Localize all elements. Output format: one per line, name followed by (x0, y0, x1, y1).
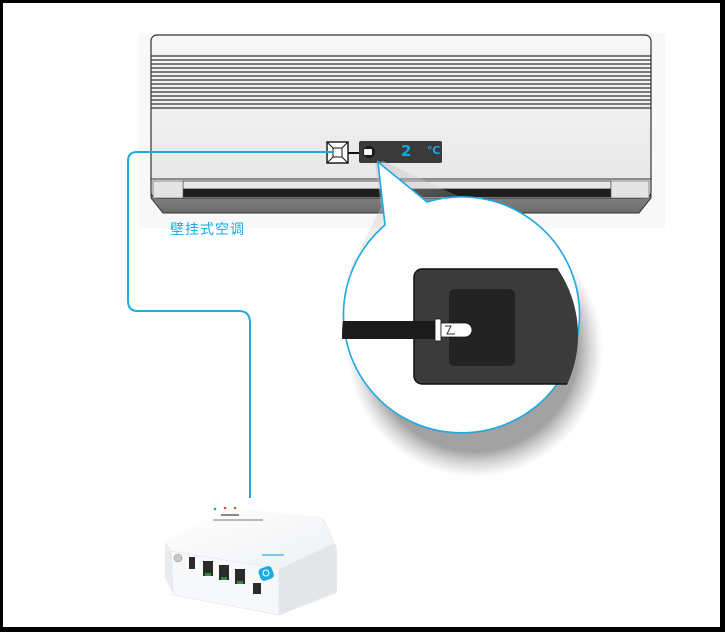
ac-label: 壁挂式空调 (170, 222, 245, 238)
usb-port (189, 557, 195, 569)
power-button (173, 553, 183, 563)
diagram-canvas (127, 33, 665, 616)
air-conditioner (139, 33, 665, 228)
rj45-port-1 (203, 561, 213, 576)
connection-wire (127, 151, 333, 498)
ac-display-panel (359, 141, 442, 163)
air-vent-louvers (151, 55, 651, 109)
rj45-port-2 (219, 565, 229, 580)
ir-emitter-callout (342, 160, 581, 434)
ac-temperature-unit: ℃ (427, 144, 441, 157)
smart-hub-device (165, 506, 337, 616)
rj45-port-3 (235, 569, 245, 584)
ac-temperature-value: 2 (401, 142, 412, 160)
dc-power-port (253, 583, 261, 594)
brand-logo-icon (258, 566, 274, 581)
